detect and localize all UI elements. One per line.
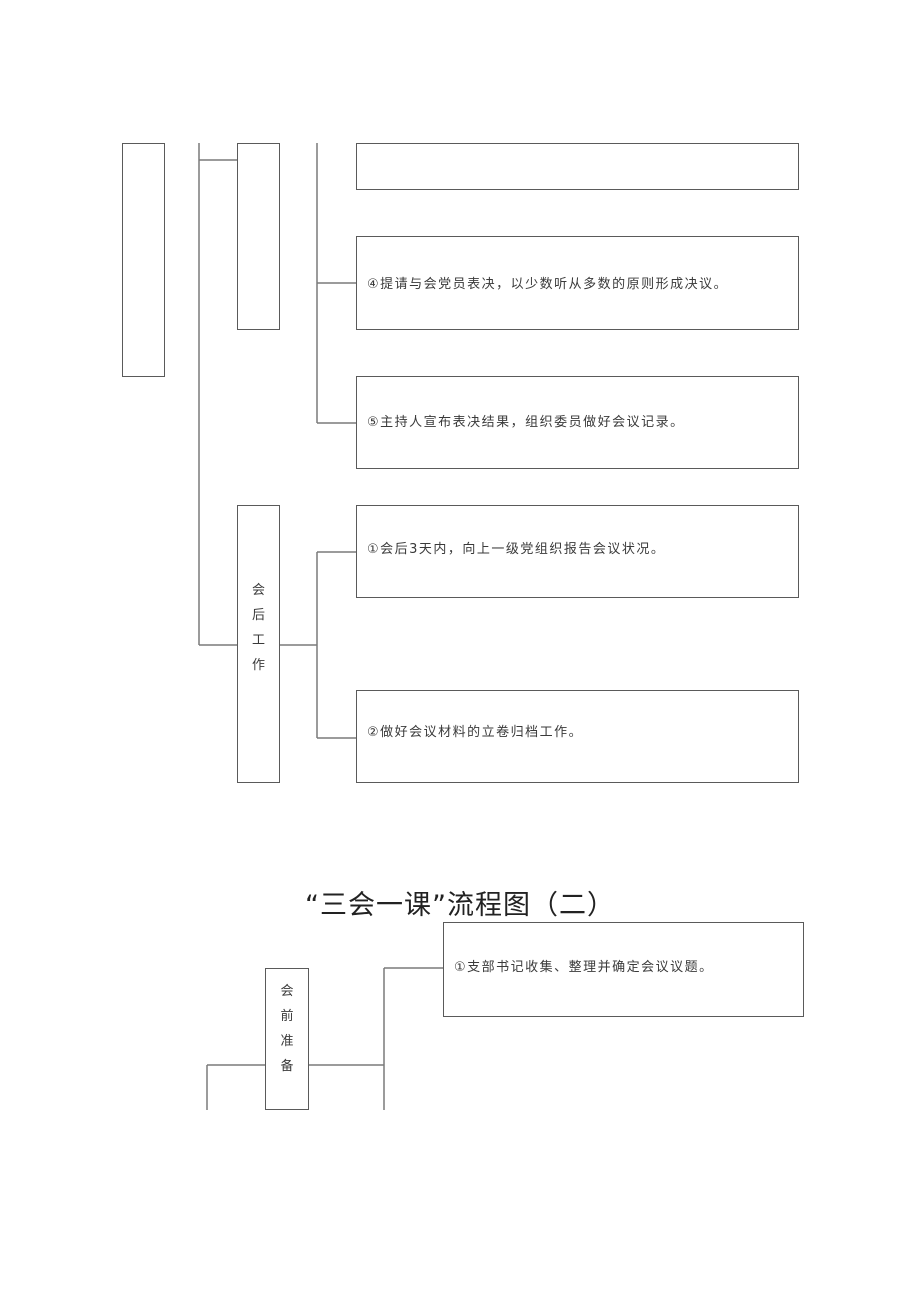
label-char: 准 [280,1034,294,1049]
before-step-box-1: ①支部书记收集、整理并确定会议议题。 [443,922,804,1017]
after-meeting-label: 会 后 工 作 [238,584,279,684]
label-char: 作 [251,658,265,673]
label-char: 前 [280,1009,294,1024]
label-char: 会 [251,583,265,598]
label-char: 工 [251,633,265,648]
label-char: 备 [280,1059,294,1074]
step-text: ①支部书记收集、整理并确定会议议题。 [454,960,714,975]
before-meeting-stage-box: 会 前 准 备 [265,968,309,1110]
after-step-box-2: ②做好会议材料的立卷归档工作。 [356,690,799,783]
after-meeting-stage-box: 会 后 工 作 [237,505,280,783]
page-title: “三会一课”流程图（二） [305,890,615,921]
before-meeting-label: 会 前 准 备 [266,985,308,1085]
step-box-5: ⑤主持人宣布表决结果，组织委员做好会议记录。 [356,376,799,469]
step-text: ⑤主持人宣布表决结果，组织委员做好会议记录。 [367,415,685,430]
label-char: 会 [280,984,294,999]
step-text: ①会后3天内，向上一级党组织报告会议状况。 [367,542,666,557]
left-phase-box [122,143,165,377]
after-step-box-1: ①会后3天内，向上一级党组织报告会议状况。 [356,505,799,598]
step-text: ②做好会议材料的立卷归档工作。 [367,725,584,740]
label-char: 后 [251,608,265,623]
meeting-stage-box [237,143,280,330]
step-text: ④提请与会党员表决，以少数听从多数的原则形成决议。 [367,277,729,292]
step-box-4: ④提请与会党员表决，以少数听从多数的原则形成决议。 [356,236,799,330]
step-box-3 [356,143,799,190]
